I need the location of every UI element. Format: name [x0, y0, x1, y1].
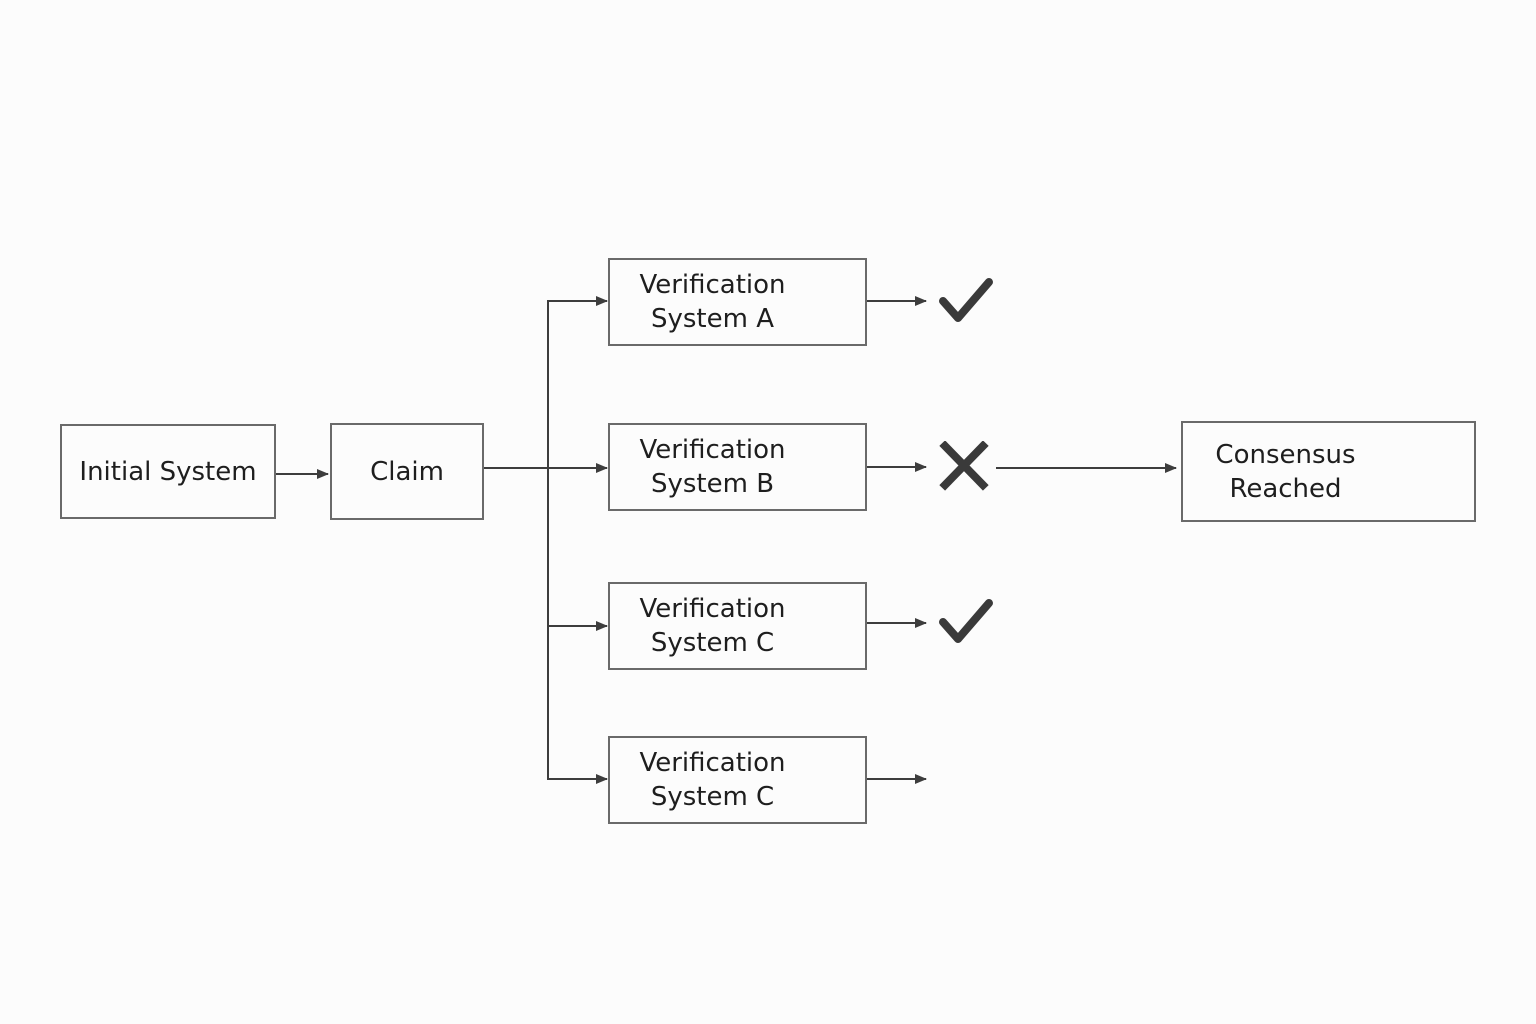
verification-system-c-second-line1: Verification — [639, 748, 786, 778]
claim-box: Claim — [330, 423, 484, 520]
claim-label: Claim — [370, 456, 444, 487]
consensus-reached-box: Consensus Reached — [1181, 421, 1476, 522]
check-icon — [939, 599, 993, 643]
verification-system-a-box: Verification System A — [608, 258, 867, 346]
verification-system-c-second-box: Verification System C — [608, 736, 867, 824]
verification-system-a-line1: Verification — [639, 270, 786, 300]
verification-system-c-line1: Verification — [639, 594, 786, 624]
verification-system-c-second-label: Verification System C — [585, 746, 840, 814]
consensus-reached-line1: Consensus — [1215, 439, 1356, 470]
verification-system-c-line2: System C — [650, 628, 775, 658]
verification-system-b-line1: Verification — [639, 435, 786, 465]
verification-system-c-box: Verification System C — [608, 582, 867, 670]
verification-system-a-label: Verification System A — [585, 268, 840, 336]
verification-system-b-line2: System B — [650, 469, 775, 499]
verification-system-b-label: Verification System B — [585, 433, 840, 501]
cross-icon — [939, 441, 989, 491]
consensus-reached-label: Consensus Reached — [1140, 438, 1431, 506]
verification-system-a-line2: System A — [650, 304, 774, 334]
consensus-reached-line2: Reached — [1229, 473, 1342, 504]
verification-system-c-label: Verification System C — [585, 592, 840, 660]
verification-system-c-second-line2: System C — [650, 782, 775, 812]
check-icon — [939, 278, 993, 322]
initial-system-label: Initial System — [79, 456, 257, 487]
initial-system-box: Initial System — [60, 424, 276, 519]
verification-system-b-box: Verification System B — [608, 423, 867, 511]
